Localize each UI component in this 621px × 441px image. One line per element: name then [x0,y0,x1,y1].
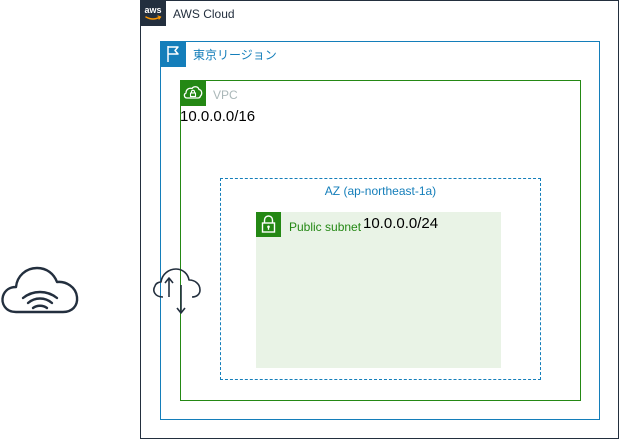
vpc-cidr-text: 10.0.0.0/16 [180,108,256,125]
availability-zone-group [220,178,541,380]
vpc-group [180,80,581,401]
region-label: 東京リージョン [193,48,277,62]
aws-cloud-group [140,0,619,439]
public-subnet-label: Public subnet [289,220,362,234]
availability-zone-label: AZ (ap-northeast-1a) [324,184,437,198]
region-flag-icon [160,41,186,67]
public-subnet-group [256,212,501,368]
aws-logo-text: aws [144,5,161,15]
vpc-label: VPC [213,88,238,102]
public-subnet-cidr-text: 10.0.0.0/24 [363,215,439,232]
vpc-cloud-lock-icon [180,80,206,106]
internet-gateway-icon [150,265,202,317]
region-group [160,41,600,420]
aws-cloud-label: AWS Cloud [173,7,235,21]
padlock-icon [256,212,281,237]
internet-cloud-icon [0,262,80,316]
aws-logo: aws [140,0,166,26]
